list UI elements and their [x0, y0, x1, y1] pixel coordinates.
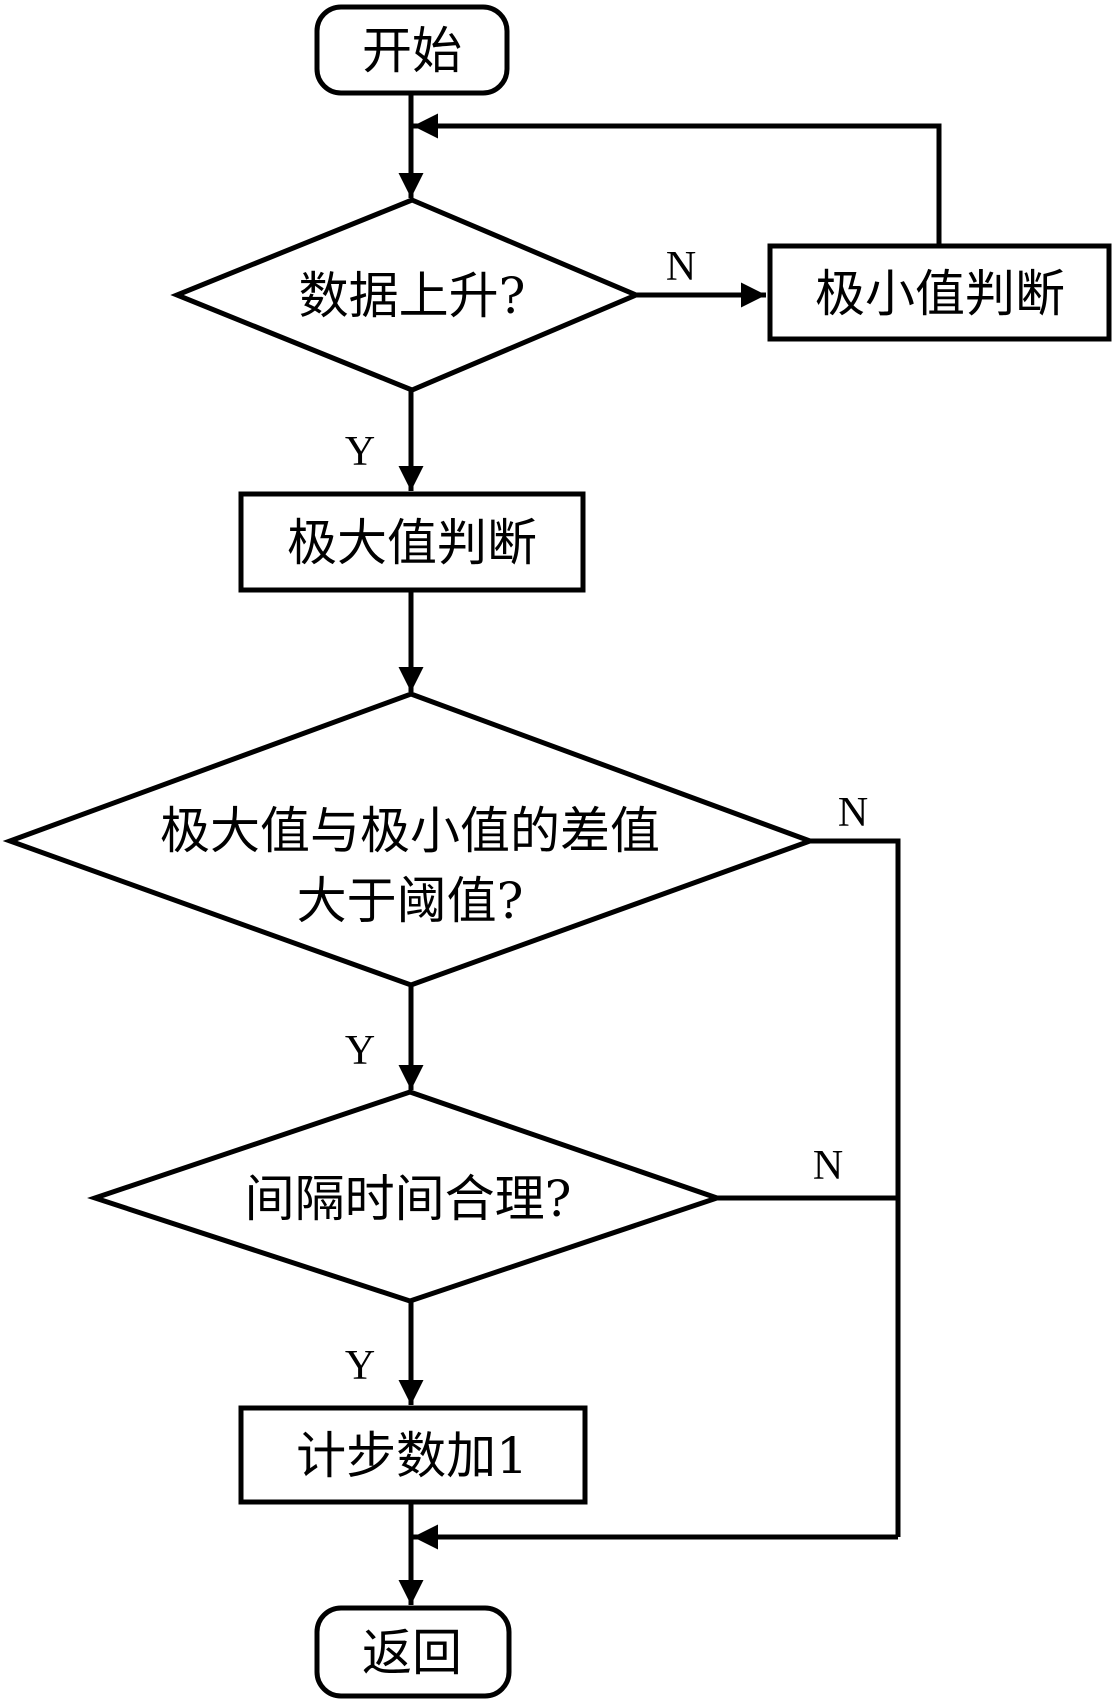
- return-label: 返回: [362, 1624, 462, 1682]
- diff-check-label-line2: 大于阈值?: [297, 872, 524, 930]
- node-rising: 数据上升?: [170, 197, 643, 393]
- node-start: 开始: [314, 4, 510, 96]
- start-label: 开始: [362, 22, 462, 80]
- diff-check-label-line1: 极大值与极小值的差值: [160, 802, 660, 860]
- step-inc-label: 计步数加1: [296, 1427, 528, 1485]
- node-max-judge: 极大值判断: [238, 491, 586, 593]
- node-step-inc: 计步数加1: [238, 1405, 588, 1505]
- node-interval-check: 间隔时间合理?: [87, 1089, 725, 1304]
- interval-no-label: N: [813, 1143, 843, 1189]
- max-judge-label: 极大值判断: [287, 514, 537, 572]
- rising-yes-label: Y: [345, 429, 375, 475]
- min-judge-box: [767, 243, 1112, 342]
- interval-yes-label: Y: [345, 1343, 375, 1389]
- node-min-judge: 极小值判断: [767, 243, 1112, 342]
- rising-no-label: N: [666, 244, 696, 290]
- return-terminal-shape: [314, 1605, 512, 1699]
- edge-min-to-rising: [413, 113, 942, 246]
- rising-label: 数据上升?: [299, 267, 526, 325]
- diff-no-label: N: [838, 790, 868, 836]
- min-judge-label: 极小值判断: [815, 265, 1065, 323]
- node-return: 返回: [314, 1605, 512, 1699]
- diff-yes-label: Y: [345, 1028, 375, 1074]
- node-diff-check: 极大值与极小值的差值 大于阈值?: [2, 691, 818, 988]
- edge-diff-no-rail: [810, 838, 901, 1537]
- interval-check-label: 间隔时间合理?: [245, 1170, 572, 1228]
